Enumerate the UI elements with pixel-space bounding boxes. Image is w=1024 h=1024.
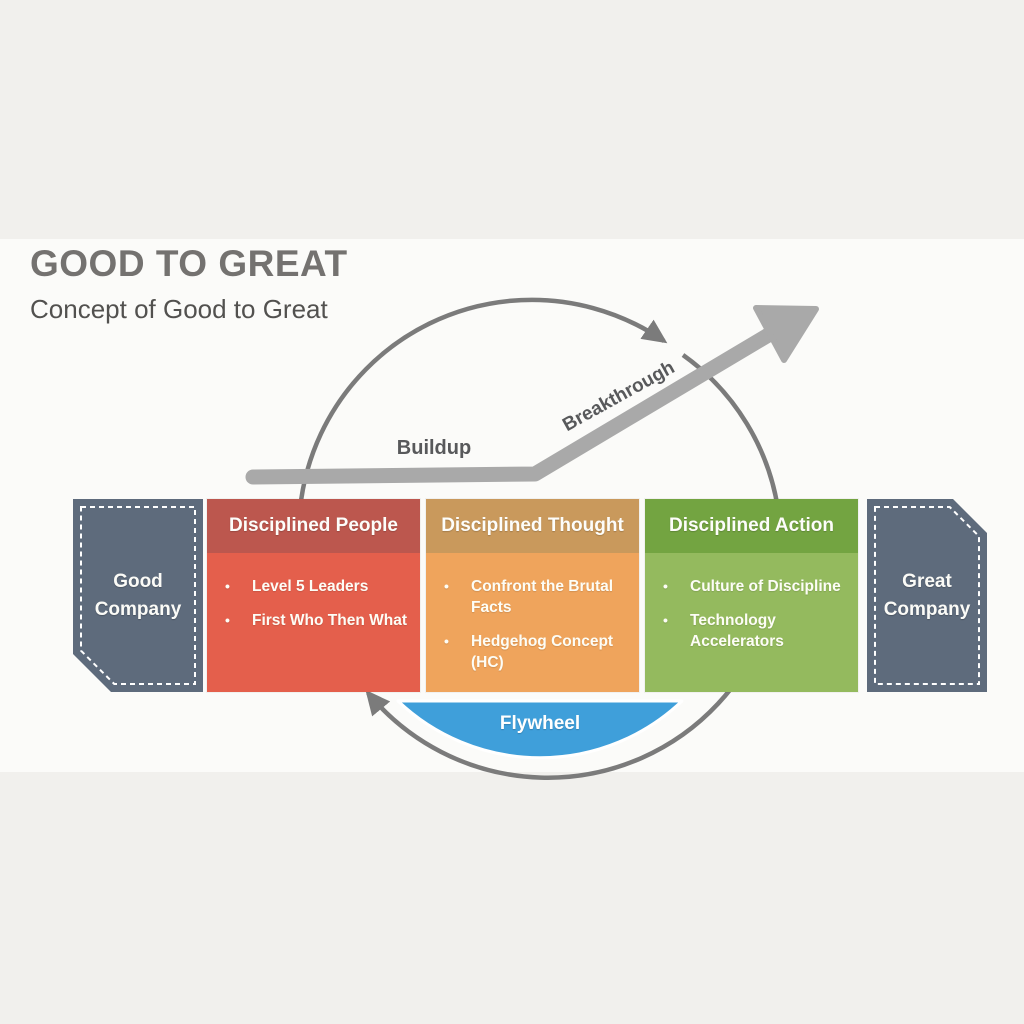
buildup-label: Buildup <box>396 437 472 459</box>
great-company-tag: Great Company <box>867 499 987 692</box>
bullet-text: Technology Accelerators <box>690 611 784 650</box>
cycle-arc-bottom-icon <box>365 353 783 780</box>
pillar-action-body: Culture of Discipline Technology Acceler… <box>645 553 858 692</box>
bullet-text: Confront the Brutal Facts <box>471 578 614 616</box>
pillar-bullet: Confront the Brutal Facts <box>426 577 639 619</box>
pillar-bullet: Technology Accelerators <box>645 611 858 653</box>
bullet-text: First Who Then What <box>252 611 407 629</box>
pillar-people-title: Disciplined People <box>229 515 398 536</box>
trend-arrow-head-icon <box>753 305 819 363</box>
pillar-action-bullet-list: Culture of Discipline Technology Acceler… <box>645 577 858 653</box>
pillar-thought-header: Disciplined Thought <box>426 499 639 553</box>
good-company-label-wrap: Good Company <box>73 499 203 692</box>
pillar-people-body: Level 5 Leaders First Who Then What <box>207 553 420 692</box>
page-subtitle: Concept of Good to Great <box>30 293 328 324</box>
page-title: GOOD TO GREAT <box>30 243 348 284</box>
pillar-bullet: First Who Then What <box>207 611 420 632</box>
pillar-thought-body: Confront the Brutal Facts Hedgehog Conce… <box>426 553 639 692</box>
good-company-label: Good Company <box>94 570 182 620</box>
bullet-text: Culture of Discipline <box>690 578 841 595</box>
pillar-disciplined-people: Disciplined People Level 5 Leaders First… <box>207 499 420 692</box>
pillar-disciplined-thought: Disciplined Thought Confront the Brutal … <box>426 499 639 692</box>
pillar-people-header: Disciplined People <box>207 499 420 553</box>
pillar-action-header: Disciplined Action <box>645 499 858 553</box>
great-company-shape <box>867 499 987 692</box>
pillar-action-title: Disciplined Action <box>668 515 835 536</box>
pillar-bullet: Culture of Discipline <box>645 577 858 598</box>
bullet-text: Hedgehog Concept (HC) <box>471 632 614 671</box>
title-block: GOOD TO GREAT Concept of Good to Great <box>30 243 348 325</box>
bullet-text: Level 5 Leaders <box>252 578 369 595</box>
pillar-people-bullet-list: Level 5 Leaders First Who Then What <box>207 577 420 632</box>
great-company-label-wrap: Great Company <box>867 499 987 692</box>
good-company-tag: Good Company <box>73 499 203 692</box>
pillar-bullet: Hedgehog Concept (HC) <box>426 632 639 674</box>
pillar-disciplined-action: Disciplined Action Culture of Discipline… <box>645 499 858 692</box>
pillar-thought-bullet-list: Confront the Brutal Facts Hedgehog Conce… <box>426 577 639 674</box>
trend-arrow-shaft <box>245 326 778 485</box>
good-company-shape <box>73 499 203 692</box>
pillar-bullet: Level 5 Leaders <box>207 577 420 598</box>
flywheel-segment <box>396 699 684 760</box>
great-company-label: Great Company <box>883 570 971 620</box>
flywheel-label: Flywheel <box>499 713 581 734</box>
pillar-thought-title: Disciplined Thought <box>441 515 624 536</box>
